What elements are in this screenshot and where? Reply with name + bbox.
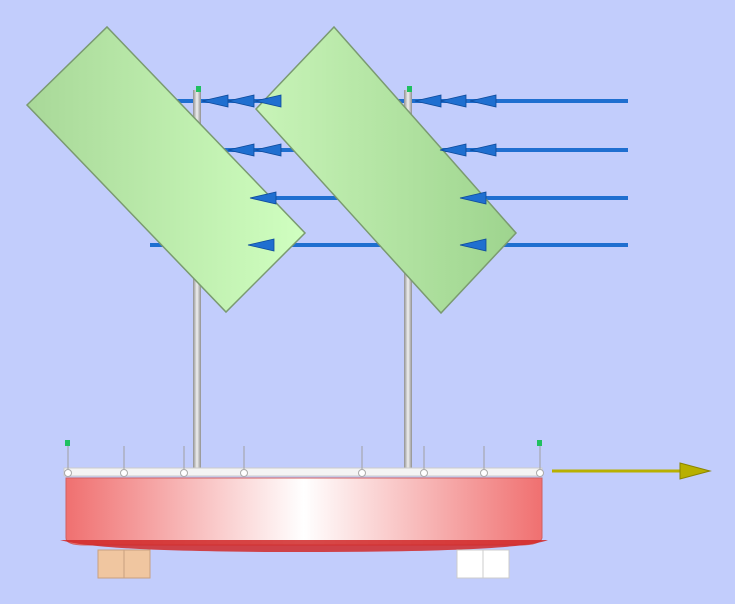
deck-fitting	[120, 469, 128, 477]
deck-fitting	[420, 469, 428, 477]
wind-arrow-icon	[439, 94, 467, 108]
mast-right	[404, 90, 412, 475]
marker-icon	[196, 86, 201, 92]
deck-fitting	[358, 469, 366, 477]
marker-icon	[407, 86, 412, 92]
deck-fitting	[536, 469, 544, 477]
deck-fitting	[480, 469, 488, 477]
wind-arrow-icon	[247, 238, 275, 252]
wind-arrow-icon	[254, 143, 282, 157]
deck-fittings	[64, 446, 544, 477]
wind-arrow-icon	[249, 191, 277, 205]
wind-arrow-icon	[459, 238, 487, 252]
deck-fitting	[180, 469, 188, 477]
hull	[65, 477, 543, 546]
wind-arrow-icon	[227, 94, 255, 108]
deck-fitting	[240, 469, 248, 477]
wind-arrow-icon	[227, 143, 255, 157]
pontoon-right	[456, 549, 510, 579]
deck	[63, 467, 543, 477]
keel	[60, 540, 548, 552]
sail-left	[25, 25, 307, 314]
wind-arrow-icon	[469, 94, 497, 108]
marker-icon	[537, 440, 542, 446]
pontoon-left	[97, 549, 151, 579]
marker-icon	[65, 440, 70, 446]
wind-arrow-icon	[459, 191, 487, 205]
wind-arrows-front	[65, 86, 542, 446]
wind-arrow-icon	[439, 143, 467, 157]
motion-arrow-icon	[552, 462, 712, 480]
deck-fitting	[64, 469, 72, 477]
sail-right	[254, 25, 518, 315]
wind-arrow-icon	[254, 94, 282, 108]
wind-arrow-icon	[469, 143, 497, 157]
wind-arrow-icon	[201, 94, 229, 108]
wind-arrow-icon	[414, 94, 442, 108]
